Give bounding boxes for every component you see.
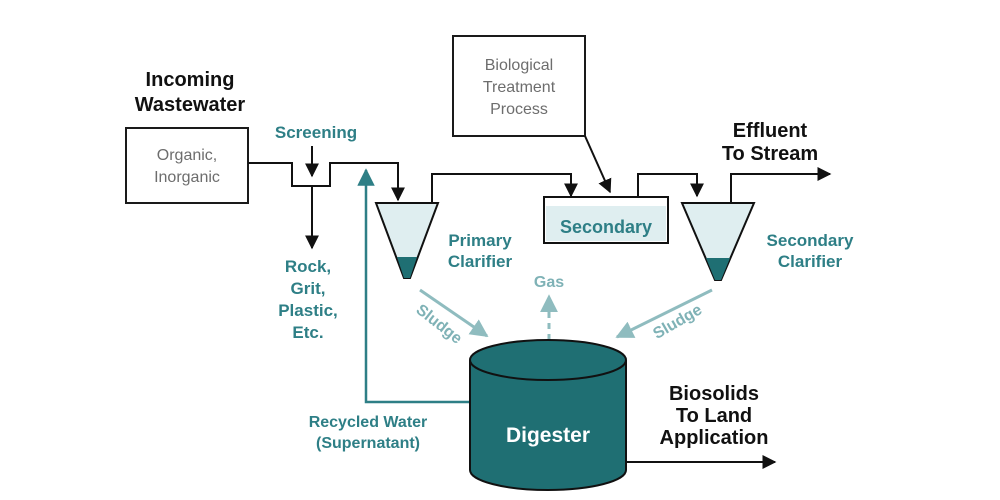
gas-label: Gas — [534, 274, 564, 291]
secondary-clarifier-line1: Secondary — [767, 231, 854, 250]
incoming-label-line2: Wastewater — [135, 94, 246, 116]
digester-top — [469, 339, 627, 381]
digester-body — [470, 360, 626, 490]
secondary-sludge-arrow — [615, 288, 713, 339]
source-box-line2: Inorganic — [154, 169, 220, 186]
secondary-tank-liquid — [546, 206, 666, 241]
bio-box-line1: Biological — [485, 57, 553, 74]
primary-clarifier-line1: Primary — [448, 231, 512, 250]
primary-to-secondary-pipe — [431, 173, 578, 203]
biosolids-line3: Application — [660, 427, 769, 449]
recycled-line1: Recycled Water — [309, 414, 428, 431]
removed-line2: Grit, — [291, 279, 326, 298]
sludge-left-label: Sludge — [413, 301, 466, 347]
screening-label: Screening — [275, 123, 357, 142]
influent-pipe — [248, 162, 405, 202]
primary-sludge-arrow — [419, 288, 489, 338]
digester-label: Digester — [506, 424, 590, 447]
secondary-clarifier-sludge — [706, 258, 730, 280]
source-box-line1: Organic, — [157, 147, 217, 164]
secondary-tank-label: Secondary — [560, 217, 652, 237]
primary-clarifier-sludge — [397, 257, 417, 278]
source-box — [125, 127, 249, 204]
recycled-line2: (Supernatant) — [316, 435, 420, 452]
biological-treatment-box — [452, 35, 586, 137]
removed-line1: Rock, — [285, 257, 331, 276]
secondary-clarifier-line2: Clarifier — [778, 252, 843, 271]
effluent-line1: Effluent — [733, 120, 808, 142]
effluent-pipe — [730, 167, 832, 203]
removed-line4: Etc. — [292, 323, 323, 342]
effluent-line2: To Stream — [722, 143, 818, 165]
removed-line3: Plastic, — [278, 301, 338, 320]
primary-clarifier-line2: Clarifier — [448, 252, 513, 271]
biosolids-line1: Biosolids — [669, 383, 759, 405]
bio-box-line2: Treatment — [483, 79, 556, 96]
bio-to-secondary-arrow — [584, 135, 612, 194]
bio-box-line3: Process — [490, 101, 548, 118]
recycled-water-line — [357, 168, 470, 404]
secondary-to-clarifier-pipe — [637, 173, 704, 198]
incoming-label-line1: Incoming — [146, 69, 235, 91]
digester-outline — [469, 360, 627, 491]
biosolids-line2: To Land — [676, 405, 752, 427]
